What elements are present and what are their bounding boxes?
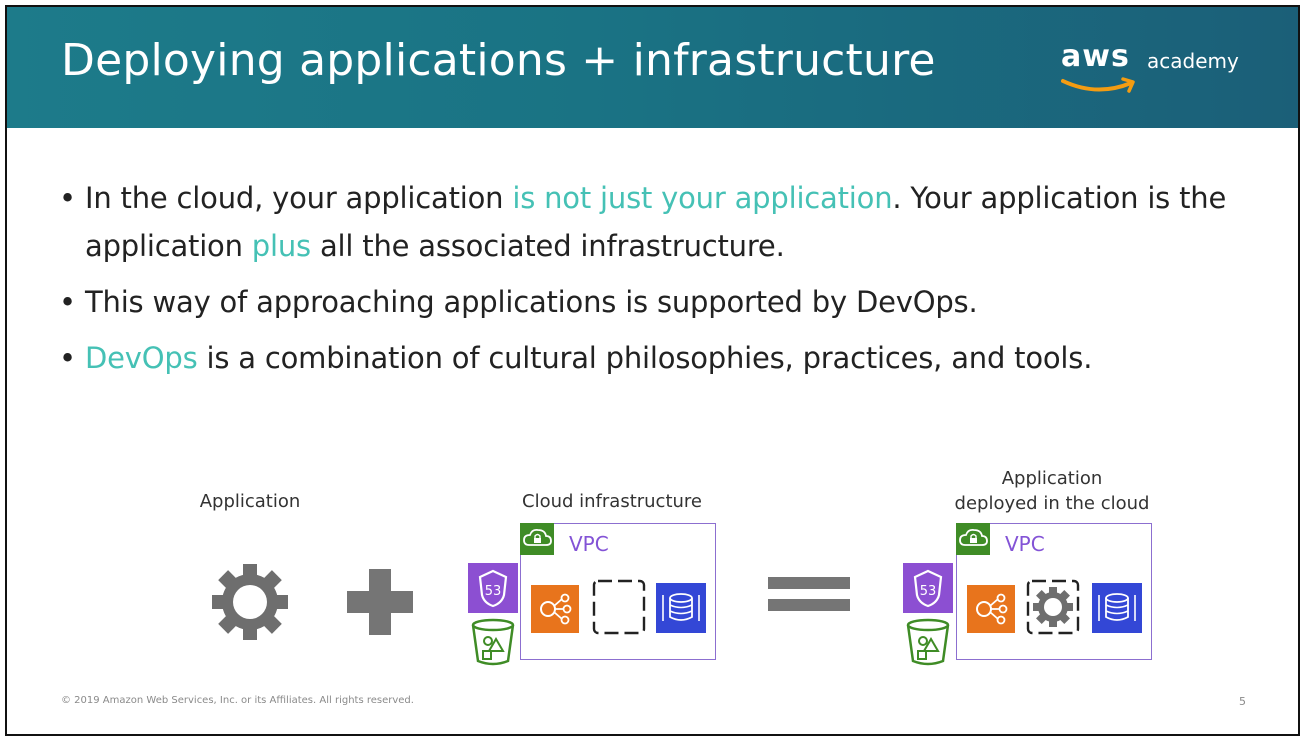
plus-icon: [347, 569, 413, 635]
bullet-text: all the associated infrastructure.: [310, 229, 785, 263]
bullet-highlight: is not just your application: [512, 181, 893, 215]
s3-bucket-icon: [906, 618, 950, 666]
bullet-item: In the cloud, your application is not ju…: [57, 174, 1277, 270]
bullet-highlight: DevOps: [85, 341, 198, 375]
vpc-cloud-lock-icon: [523, 528, 552, 546]
rds-icon: [656, 583, 706, 633]
bullet-text: This way of approaching applications is …: [85, 285, 978, 319]
application-label: Application: [199, 491, 301, 512]
cloud-infrastructure-label: Cloud infrastructure: [522, 491, 702, 512]
route53-icon: 53: [468, 563, 518, 613]
slide: Deploying applications + infrastructure …: [5, 5, 1300, 736]
route53-text: 53: [485, 584, 502, 599]
s3-bucket-icon: [471, 618, 515, 666]
elb-icon: [531, 585, 579, 633]
route53-icon: 53: [903, 563, 953, 613]
vpc-container: VPC: [520, 523, 716, 660]
bullet-list: In the cloud, your application is not ju…: [57, 174, 1277, 390]
vpc-label: VPC: [1005, 532, 1045, 556]
placeholder-icon: [592, 579, 646, 635]
route53-text: 53: [920, 584, 937, 599]
copyright-footer: © 2019 Amazon Web Services, Inc. or its …: [61, 695, 414, 706]
aws-academy-logo: aws academy: [1057, 37, 1267, 107]
logo-brand: aws: [1061, 39, 1130, 74]
gear-icon: [212, 564, 288, 640]
equals-icon: [768, 577, 850, 611]
vpc-container: VPC: [956, 523, 1152, 660]
deployed-label-line2: deployed in the cloud: [954, 493, 1150, 514]
vpc-cloud-lock-icon: [959, 528, 988, 546]
bullet-highlight: plus: [251, 229, 311, 263]
logo-sub: academy: [1147, 49, 1239, 73]
vpc-tag: [520, 523, 554, 555]
vpc-tag: [956, 523, 990, 555]
elb-icon: [967, 585, 1015, 633]
vpc-label: VPC: [569, 532, 609, 556]
amazon-smile-icon: [1061, 77, 1135, 93]
bullet-item: DevOps is a combination of cultural phil…: [57, 334, 1277, 382]
bullet-item: This way of approaching applications is …: [57, 278, 1277, 326]
rds-icon: [1092, 583, 1142, 633]
slide-header: Deploying applications + infrastructure …: [7, 7, 1298, 128]
placeholder-with-gear-icon: [1026, 579, 1080, 635]
deployed-label-line1: Application: [1001, 468, 1103, 489]
slide-title: Deploying applications + infrastructure: [61, 35, 936, 86]
bullet-text: In the cloud, your application: [85, 181, 513, 215]
deployed-label: Application deployed in the cloud: [937, 466, 1167, 516]
bullet-text: . Your application is the application: [85, 181, 1227, 263]
bullet-text: is a combination of cultural philosophie…: [197, 341, 1093, 375]
page-number: 5: [1239, 695, 1246, 708]
